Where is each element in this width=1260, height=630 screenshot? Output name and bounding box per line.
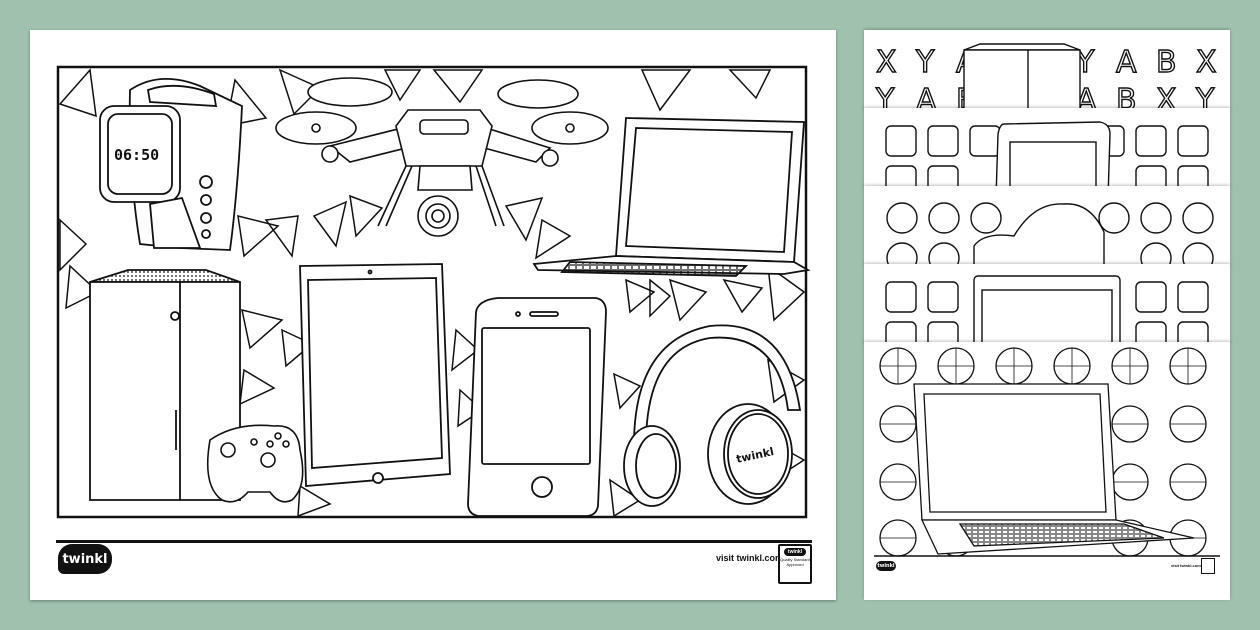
svg-text:A: A [1116,45,1137,80]
game-console-icon [89,269,241,501]
main-colouring-sheet: 06:50 [30,30,836,600]
preview-sheet-circles[interactable] [864,186,1230,266]
twinkl-logo[interactable]: twinkl [58,544,112,574]
svg-text:Y: Y [875,83,895,110]
preview-sheet-squares[interactable] [864,108,1230,188]
preview-sheet-squares-2[interactable] [864,264,1230,344]
drone-icon [275,77,609,237]
smartphone-icon [467,297,607,517]
game-controller-icon [206,424,304,503]
badge-logo: twinkl [784,548,806,556]
squares-preview-art [885,121,1209,188]
tablet-icon [299,263,451,487]
mini-watch-icon [973,203,1105,266]
letters-preview-art: X Y A B X Y A B X Y A B X Y A B X Y [874,43,1217,110]
circles-preview-art [886,202,1214,266]
svg-text:A: A [916,83,937,110]
mini-twinkl-logo: twinkl [876,561,896,571]
mini-console-icon [963,43,1081,110]
svg-text:X: X [1196,45,1217,80]
mini-laptop-icon [913,383,1195,555]
headphones-icon [623,324,802,507]
letter-row-1-0: X [876,45,897,80]
devices-illustration: 06:50 [56,65,811,519]
quality-badge: twinkl Quality Standard Approved [778,544,812,584]
footer-divider [56,540,812,543]
mini-visit-text: visit twinkl.com [1171,563,1201,568]
badge-label: Quality Standard Approved [780,557,810,567]
svg-text:B: B [1156,45,1177,80]
svg-text:A: A [1076,83,1097,110]
svg-text:B: B [1116,83,1137,110]
mini-quality-badge [1201,558,1215,574]
visit-link-text[interactable]: visit twinkl.com [716,553,784,563]
watch-time: 06:50 [114,146,159,164]
smartwatch-icon [99,77,243,251]
svg-text:Y: Y [915,45,935,80]
preview-sheet-letters[interactable]: X Y A B X Y A B X Y A B X Y A B X Y [864,30,1230,110]
globes-preview-art [874,347,1220,557]
svg-text:X: X [1156,83,1177,110]
preview-sheet-globes[interactable]: twinkl visit twinkl.com [864,342,1230,600]
squares-2-preview-art [885,275,1209,344]
svg-text:Y: Y [1195,83,1215,110]
laptop-icon [532,117,811,277]
